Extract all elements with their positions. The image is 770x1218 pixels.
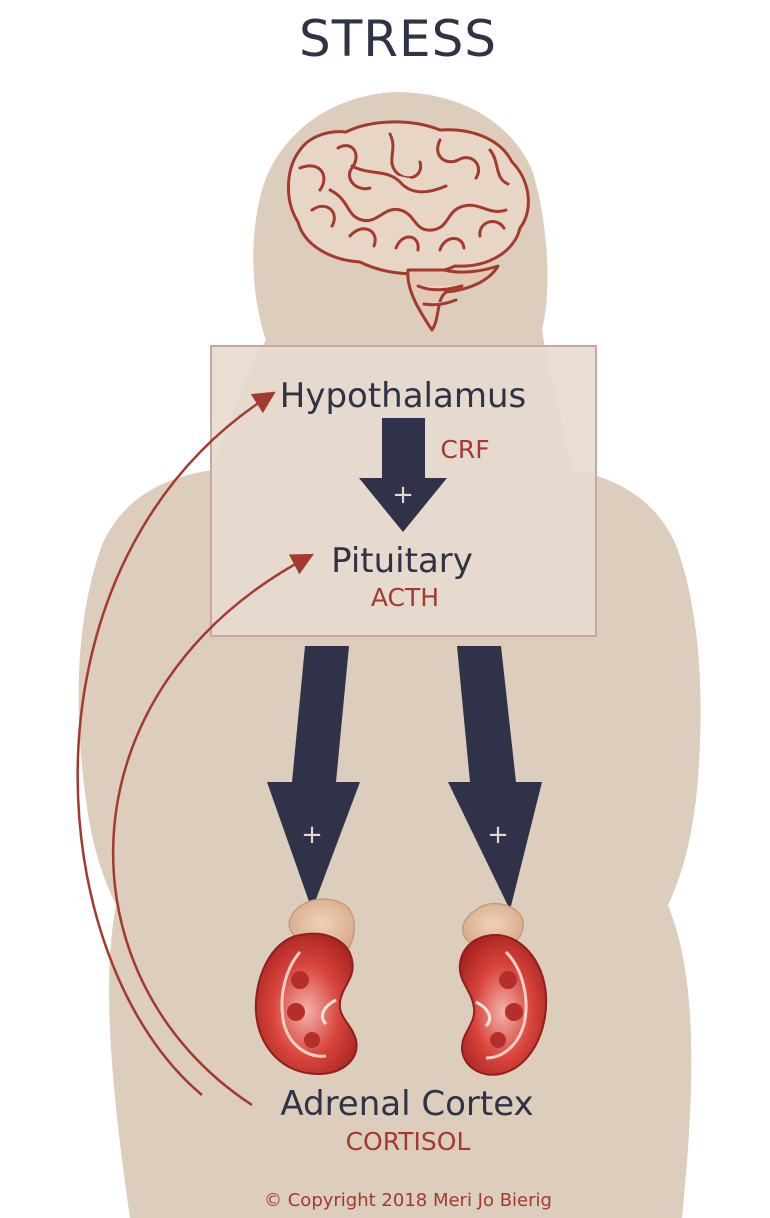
copyright-notice: © Copyright 2018 Meri Jo Bierig (264, 1190, 552, 1211)
diagram-title: STRESS (299, 10, 497, 68)
sign-pituitary-to-right-adrenal: + (487, 820, 509, 850)
cortisol-label: CORTISOL (346, 1127, 471, 1156)
acth-label: ACTH (371, 583, 439, 612)
hypothalamus-label: Hypothalamus (280, 376, 526, 416)
sign-pituitary-to-left-adrenal: + (301, 820, 323, 850)
sign-hypothalamus-to-pituitary: + (392, 480, 414, 510)
adrenal-cortex-label: Adrenal Cortex (280, 1084, 533, 1124)
crf-label: CRF (440, 435, 489, 464)
pituitary-label: Pituitary (331, 541, 473, 581)
